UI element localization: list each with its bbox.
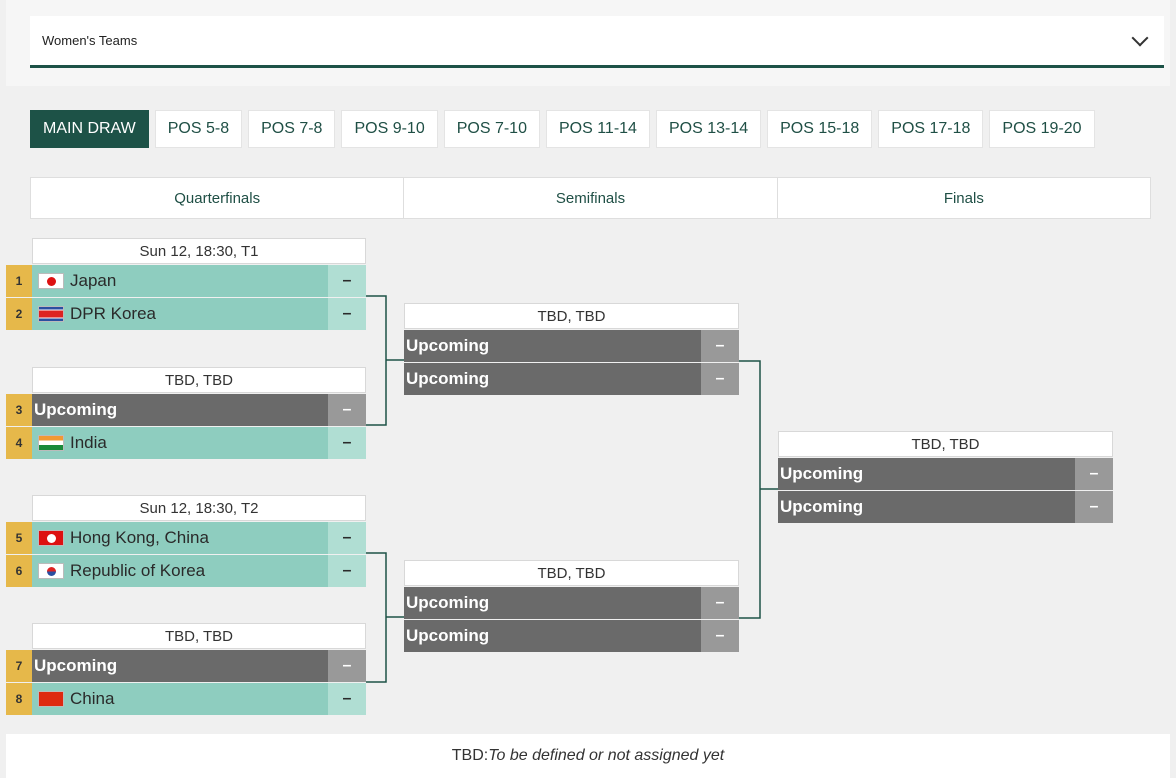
match-row[interactable]: Upcoming – bbox=[404, 330, 739, 362]
legend-footer: TBD:To be defined or not assigned yet bbox=[6, 734, 1170, 778]
match-row[interactable]: Upcoming – bbox=[404, 363, 739, 395]
event-selector-card: Women's Teams bbox=[6, 0, 1170, 86]
team-name: India bbox=[70, 433, 107, 452]
seed-badge: 7 bbox=[6, 650, 32, 682]
tab-pos-7-10[interactable]: POS 7-10 bbox=[443, 110, 540, 148]
score: – bbox=[328, 298, 366, 330]
score: – bbox=[701, 363, 739, 395]
sf-match-2[interactable]: TBD, TBD Upcoming – Upcoming – bbox=[404, 560, 739, 652]
round-finals: Finals bbox=[943, 189, 984, 207]
team-name: Upcoming bbox=[34, 656, 118, 675]
connector-line bbox=[739, 360, 761, 619]
tab-pos-17-18[interactable]: POS 17-18 bbox=[878, 110, 984, 148]
match-row[interactable]: 4 India – bbox=[6, 427, 366, 459]
connector-line bbox=[366, 552, 387, 683]
score: – bbox=[701, 620, 739, 652]
score: – bbox=[328, 265, 366, 297]
team-name: China bbox=[70, 689, 115, 708]
match-row[interactable]: 1 Japan – bbox=[6, 265, 366, 297]
team-name: Hong Kong, China bbox=[70, 528, 209, 547]
score: – bbox=[328, 683, 366, 715]
india-flag-icon bbox=[38, 435, 64, 451]
seed-badge: 6 bbox=[6, 555, 32, 587]
qf-match-3[interactable]: Sun 12, 18:30, T2 5 Hong Kong, China – 6… bbox=[6, 495, 366, 587]
round-header: Quarterfinals Semifinals Finals bbox=[30, 177, 1151, 219]
match-row[interactable]: Upcoming – bbox=[778, 491, 1113, 523]
team-name: Japan bbox=[70, 271, 117, 290]
qf-match-2[interactable]: TBD, TBD 3 Upcoming – 4 India – bbox=[6, 367, 366, 459]
qf-match-4[interactable]: TBD, TBD 7 Upcoming – 8 China – bbox=[6, 623, 366, 715]
event-dropdown-label: Women's Teams bbox=[42, 33, 138, 48]
team-name: Republic of Korea bbox=[70, 561, 206, 580]
tab-pos-19-20[interactable]: POS 19-20 bbox=[989, 110, 1095, 148]
score: – bbox=[328, 394, 366, 426]
match-row[interactable]: 3 Upcoming – bbox=[6, 394, 366, 426]
seed-badge: 3 bbox=[6, 394, 32, 426]
draw-tabs: MAIN DRAW POS 5-8 POS 7-8 POS 9-10 POS 7… bbox=[30, 110, 1095, 148]
tab-main-draw[interactable]: MAIN DRAW bbox=[30, 110, 149, 148]
seed-badge: 1 bbox=[6, 265, 32, 297]
match-header: TBD, TBD bbox=[32, 367, 366, 393]
match-header: Sun 12, 18:30, T2 bbox=[32, 495, 366, 521]
match-row[interactable]: Upcoming – bbox=[404, 620, 739, 652]
team-name: Upcoming bbox=[406, 626, 490, 645]
china-flag-icon bbox=[38, 691, 64, 707]
round-semifinals: Semifinals bbox=[404, 178, 778, 218]
team-name: Upcoming bbox=[780, 497, 864, 516]
team-name: Upcoming bbox=[406, 593, 490, 612]
seed-badge: 5 bbox=[6, 522, 32, 554]
match-row[interactable]: 5 Hong Kong, China – bbox=[6, 522, 366, 554]
connector-line bbox=[366, 295, 387, 426]
match-row[interactable]: 6 Republic of Korea – bbox=[6, 555, 366, 587]
legend-text: To be defined or not assigned yet bbox=[488, 747, 725, 764]
match-row[interactable]: 8 China – bbox=[6, 683, 366, 715]
round-quarterfinals: Quarterfinals bbox=[31, 178, 405, 218]
match-row[interactable]: 2 DPR Korea – bbox=[6, 298, 366, 330]
qf-match-1[interactable]: Sun 12, 18:30, T1 1 Japan – 2 DPR Korea … bbox=[6, 238, 366, 330]
hong-kong-flag-icon bbox=[38, 530, 64, 546]
seed-badge: 8 bbox=[6, 683, 32, 715]
tab-pos-11-14[interactable]: POS 11-14 bbox=[545, 110, 650, 148]
score: – bbox=[328, 522, 366, 554]
legend-prefix: TBD: bbox=[451, 747, 489, 764]
match-header: TBD, TBD bbox=[32, 623, 366, 649]
event-dropdown[interactable]: Women's Teams bbox=[30, 16, 1164, 68]
final-match[interactable]: TBD, TBD Upcoming – Upcoming – bbox=[778, 431, 1113, 523]
score: – bbox=[1075, 491, 1113, 523]
sf-match-1[interactable]: TBD, TBD Upcoming – Upcoming – bbox=[404, 303, 739, 395]
score: – bbox=[1075, 458, 1113, 490]
tab-pos-7-8[interactable]: POS 7-8 bbox=[248, 110, 336, 148]
match-header: TBD, TBD bbox=[404, 303, 739, 329]
team-name: DPR Korea bbox=[70, 304, 156, 323]
seed-badge: 4 bbox=[6, 427, 32, 459]
japan-flag-icon bbox=[38, 273, 64, 289]
team-name: Upcoming bbox=[780, 464, 864, 483]
match-header: TBD, TBD bbox=[404, 560, 739, 586]
tab-pos-5-8[interactable]: POS 5-8 bbox=[154, 110, 243, 148]
tab-pos-9-10[interactable]: POS 9-10 bbox=[341, 110, 438, 148]
score: – bbox=[701, 330, 739, 362]
tab-pos-15-18[interactable]: POS 15-18 bbox=[767, 110, 873, 148]
match-row[interactable]: 7 Upcoming – bbox=[6, 650, 366, 682]
score: – bbox=[701, 587, 739, 619]
dpr-korea-flag-icon bbox=[38, 306, 64, 322]
score: – bbox=[328, 650, 366, 682]
match-row[interactable]: Upcoming – bbox=[404, 587, 739, 619]
team-name: Upcoming bbox=[34, 400, 118, 419]
score: – bbox=[328, 427, 366, 459]
korea-flag-icon bbox=[38, 563, 64, 579]
seed-badge: 2 bbox=[6, 298, 32, 330]
match-row[interactable]: Upcoming – bbox=[778, 458, 1113, 490]
team-name: Upcoming bbox=[406, 336, 490, 355]
team-name: Upcoming bbox=[406, 369, 490, 388]
match-header: TBD, TBD bbox=[778, 431, 1113, 457]
tab-pos-13-14[interactable]: POS 13-14 bbox=[655, 110, 762, 148]
score: – bbox=[328, 555, 366, 587]
match-header: Sun 12, 18:30, T1 bbox=[32, 238, 366, 264]
